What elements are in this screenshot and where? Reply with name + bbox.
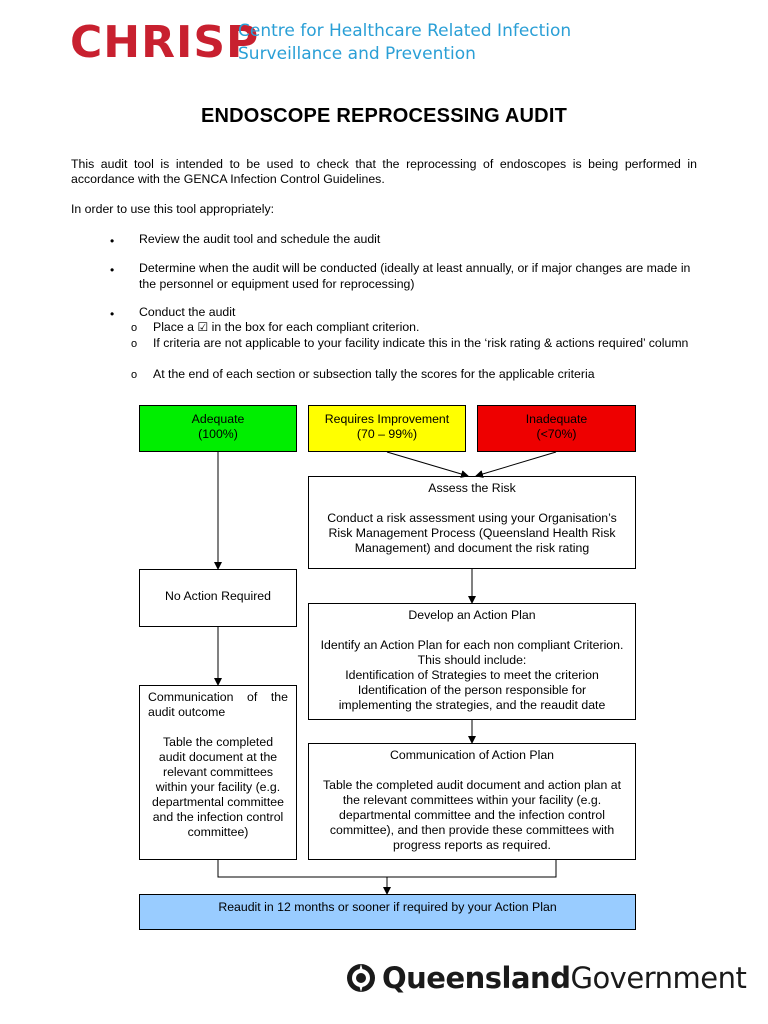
adequate-label: Adequate <box>191 412 245 426</box>
inadequate-label: Inadequate <box>525 412 588 426</box>
inadequate-range: (<70%) <box>536 427 577 441</box>
no-action-required-box: No Action Required <box>139 569 297 627</box>
comm-plan-title: Communication of Action Plan <box>389 748 555 762</box>
assess-risk-title: Assess the Risk <box>428 481 516 495</box>
rating-inadequate-box: Inadequate (<70%) <box>477 405 636 452</box>
sub-bullet-tally: At the end of each section or subsection… <box>153 367 595 381</box>
sub-bullet-place-check: Place a ☑ in the box for each compliant … <box>153 320 693 336</box>
sub-bullet-icon: o <box>131 322 138 334</box>
bullet-item-review: Review the audit tool and schedule the a… <box>139 232 381 246</box>
develop-line3: Identification of Strategies to meet the… <box>345 668 599 682</box>
intro-paragraph: This audit tool is intended to be used t… <box>71 157 697 186</box>
assess-risk-box: Assess the Risk Conduct a risk assessmen… <box>308 476 636 569</box>
connector-bottom-join <box>217 860 557 878</box>
requires-label: Requires Improvement <box>324 412 450 426</box>
comm-outcome-title: Communication of the audit outcome <box>148 690 288 719</box>
bullet-icon: • <box>110 263 115 277</box>
usage-intro-line: In order to use this tool appropriately: <box>71 202 275 216</box>
rating-requires-improvement-box: Requires Improvement (70 – 99%) <box>308 405 466 452</box>
bullet-icon: • <box>110 307 115 321</box>
develop-action-plan-box: Develop an Action Plan Identify an Actio… <box>308 603 636 720</box>
bullet-item-conduct: Conduct the audit <box>139 305 236 319</box>
arrow-requires-to-assess <box>386 451 469 478</box>
chrisp-logo-word: CHRISP <box>70 17 260 68</box>
communication-outcome-box: Communication of the audit outcome Table… <box>139 685 297 860</box>
adequate-range: (100%) <box>198 427 238 441</box>
no-action-label: No Action Required <box>165 589 271 603</box>
sub-bullet-not-applicable: If criteria are not applicable to your f… <box>153 336 689 350</box>
rating-adequate-box: Adequate (100%) <box>139 405 297 452</box>
develop-line2: This should include: <box>417 653 527 667</box>
requires-range: (70 – 99%) <box>356 427 418 441</box>
comm-outcome-body: Table the completed audit document at th… <box>152 735 284 839</box>
reaudit-box: Reaudit in 12 months or sooner if requir… <box>139 894 636 930</box>
arrow-inadequate-to-assess <box>475 451 557 478</box>
brand-bold: Queensland <box>382 961 571 995</box>
brand-regular: Government <box>570 961 747 995</box>
assess-risk-body: Conduct a risk assessment using your Org… <box>327 511 617 555</box>
communication-action-plan-box: Communication of Action Plan Table the c… <box>308 743 636 860</box>
reaudit-label: Reaudit in 12 months or sooner if requir… <box>218 900 557 914</box>
comm-plan-body: Table the completed audit document and a… <box>322 778 622 852</box>
bullet-item-determine: Determine when the audit will be conduct… <box>139 261 691 291</box>
chrisp-subtitle-line2: Surveillance and Prevention <box>238 44 476 64</box>
sub-bullet-icon: o <box>131 369 138 381</box>
develop-title: Develop an Action Plan <box>408 608 536 622</box>
document-title: ENDOSCOPE REPROCESSING AUDIT <box>200 105 568 127</box>
chrisp-subtitle-line1: Centre for Healthcare Related Infection <box>238 21 572 41</box>
develop-line1: Identify an Action Plan for each non com… <box>320 638 624 652</box>
place-a-text: Place a <box>153 320 195 334</box>
checkbox-checked-icon: ☑ <box>197 320 209 334</box>
place-rest-text: in the box for each compliant criterion. <box>211 320 420 334</box>
chrisp-logo-subtitle: Centre for Healthcare Related Infection … <box>238 20 571 66</box>
sub-bullet-icon: o <box>131 338 138 350</box>
bullet-icon: • <box>110 234 115 248</box>
queensland-government-logo: QueenslandGovernment <box>382 958 747 998</box>
develop-line4: Identification of the person responsible… <box>338 683 606 712</box>
queensland-crest-icon <box>347 964 375 992</box>
